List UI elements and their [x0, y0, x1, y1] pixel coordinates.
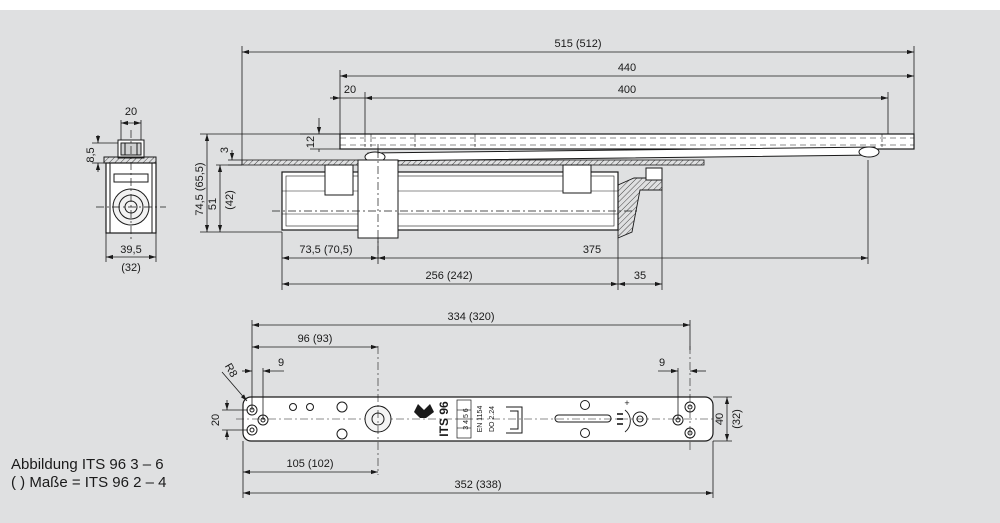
dim-plate-height-alt: (32) [731, 409, 743, 429]
dim-side-width-alt: (32) [121, 262, 141, 274]
dim-top-height: 8,5 [85, 147, 97, 162]
dim-total-height: 74,5 (65,5) [194, 162, 206, 215]
dim-rail-holes: 400 [618, 84, 636, 96]
front-view-dims [200, 46, 915, 290]
caption-line-2: ( ) Maße = ITS 96 2 – 4 [11, 474, 167, 491]
mounting-plate [236, 346, 720, 475]
plate-sizes-label: 3 4 5 6 [463, 408, 470, 430]
dim-bracket: 35 [634, 270, 646, 282]
dim-plate-inner: 334 (320) [447, 311, 494, 323]
side-view [96, 130, 166, 240]
dim-plate-left-height: 20 [210, 414, 222, 426]
side-view-dims [92, 120, 157, 262]
plate-standard-label: EN 1154 [477, 406, 484, 433]
dim-rail-offset: 20 [344, 84, 356, 96]
dim-plate-axis-low: 105 (102) [286, 458, 333, 470]
dim-overall-length: 515 (512) [554, 38, 601, 50]
dim-body-length: 256 (242) [425, 270, 472, 282]
dim-side-width: 39,5 [120, 244, 141, 256]
plate-plus-mark: + [624, 398, 629, 408]
dim-plate-total: 352 (338) [454, 479, 501, 491]
plate-model-label: ITS 96 [437, 401, 451, 437]
dim-plate-height: 40 [714, 413, 726, 425]
dim-axis-left: 73,5 (70,5) [299, 244, 352, 256]
plate-dims [221, 320, 732, 498]
dim-radius: R8 [222, 361, 239, 379]
dim-top-width: 20 [125, 106, 137, 118]
dim-hole-right: 9 [659, 357, 665, 369]
front-view [241, 133, 915, 262]
dim-axis-right: 375 [583, 244, 601, 256]
dim-rail-gap: 12 [305, 136, 317, 148]
dim-rail-height: 3 [219, 147, 231, 153]
dim-hole-left: 9 [278, 357, 284, 369]
dim-body-height: 51 [207, 198, 219, 210]
dim-rail-length: 440 [618, 62, 636, 74]
caption-line-1: Abbildung ITS 96 3 – 6 [11, 456, 164, 473]
top-band [0, 0, 1000, 10]
dim-body-height-alt: (42) [224, 190, 236, 210]
plate-code-label: DO 2.24 [489, 406, 496, 432]
dim-plate-axis: 96 (93) [298, 333, 333, 345]
